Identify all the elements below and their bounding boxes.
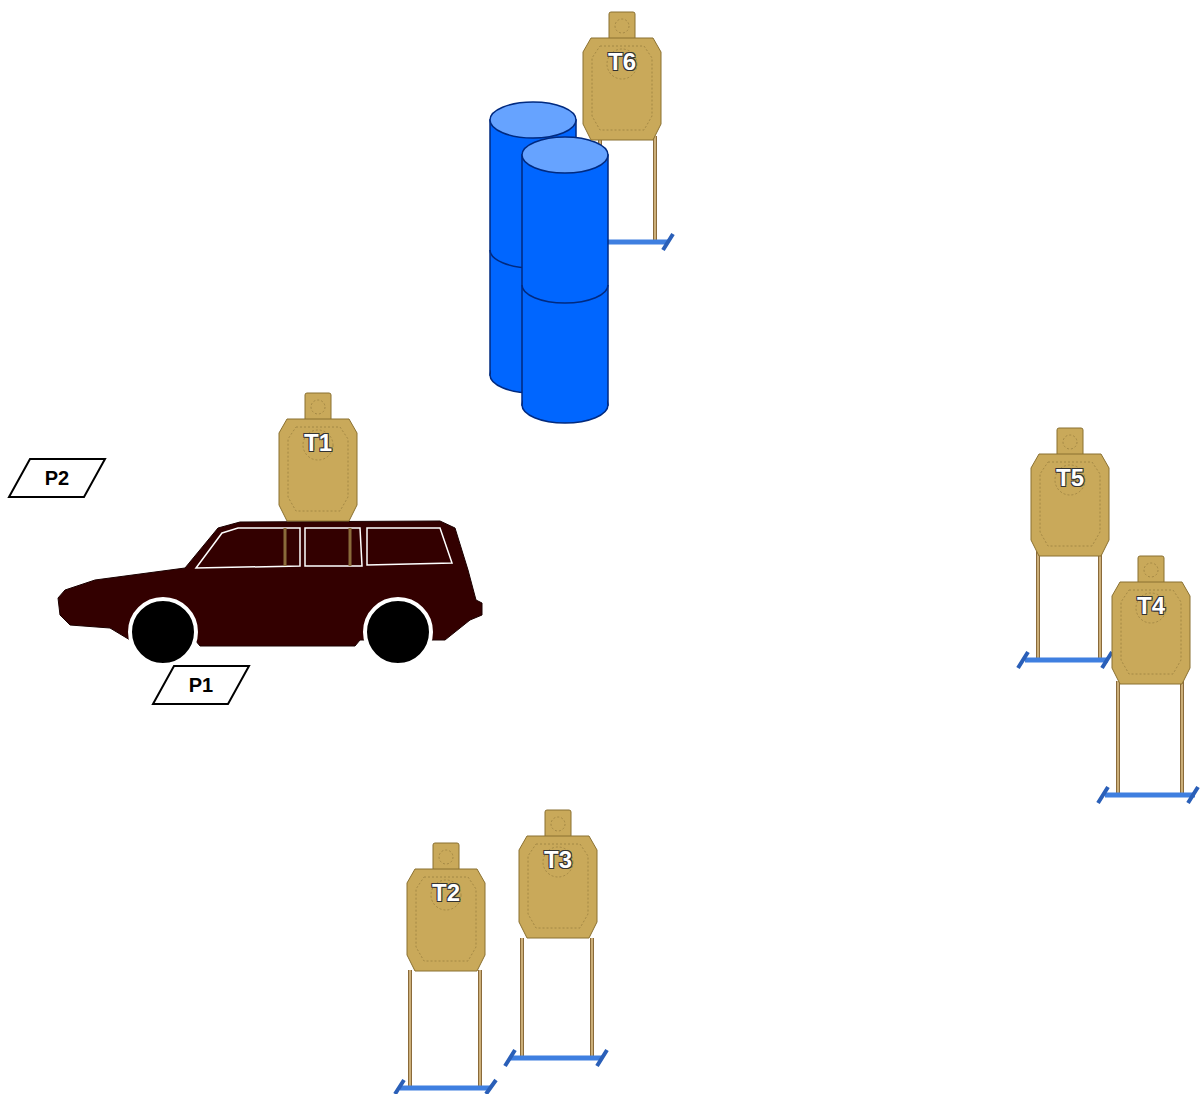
target-outline xyxy=(519,810,597,938)
target-silhouette: T5 xyxy=(1031,428,1109,556)
target-label: T6 xyxy=(583,48,661,76)
target-label: T3 xyxy=(519,846,597,874)
target-outline xyxy=(279,393,357,521)
target-label: T2 xyxy=(407,879,485,907)
target-label: T5 xyxy=(1031,464,1109,492)
target-silhouette: T4 xyxy=(1112,556,1190,684)
target-stands xyxy=(285,136,1198,1094)
target-outline xyxy=(583,12,661,140)
shooting-position: P2 xyxy=(8,458,106,498)
target-silhouette: T3 xyxy=(519,810,597,938)
car xyxy=(58,521,482,665)
target-outline xyxy=(1112,556,1190,684)
target-silhouette: T1 xyxy=(279,393,357,521)
target-outline xyxy=(1031,428,1109,556)
position-label: P2 xyxy=(8,467,106,490)
target-silhouette: T6 xyxy=(583,12,661,140)
position-label: P1 xyxy=(152,674,250,697)
shooting-position: P1 xyxy=(152,665,250,705)
target-label: T4 xyxy=(1112,592,1190,620)
target-outline xyxy=(407,843,485,971)
target-label: T1 xyxy=(279,429,357,457)
barrels xyxy=(490,102,608,423)
target-silhouette: T2 xyxy=(407,843,485,971)
